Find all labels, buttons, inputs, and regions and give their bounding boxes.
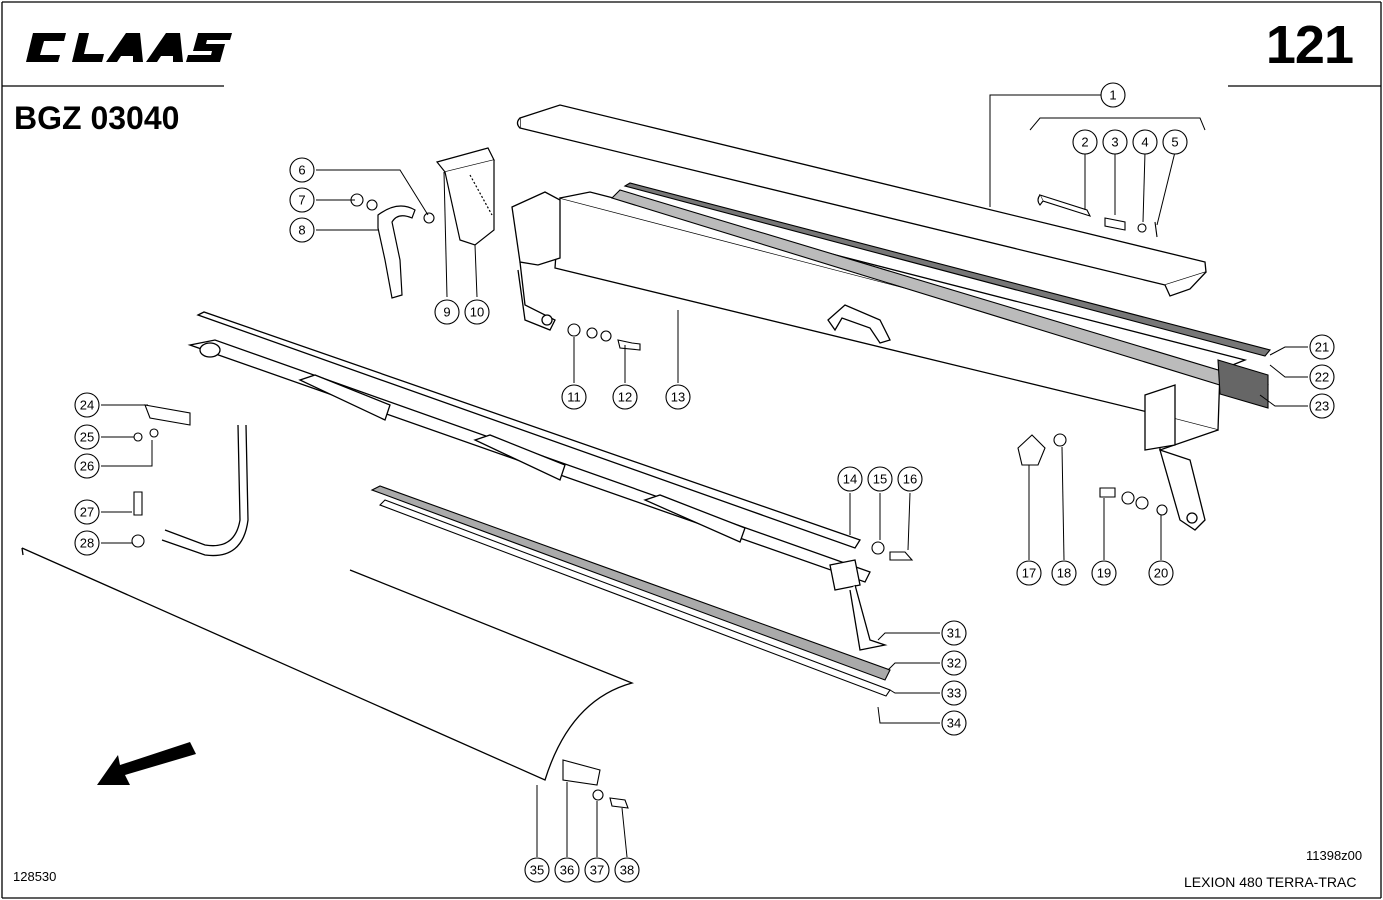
callout-circle xyxy=(897,466,923,492)
callout-circle xyxy=(1148,560,1174,586)
callout-label: 9 xyxy=(443,305,450,320)
callout-circle xyxy=(561,384,587,410)
callout-label: 35 xyxy=(530,863,544,878)
callout-label: 1 xyxy=(1109,88,1116,103)
callout-circle xyxy=(1309,393,1335,419)
image-id: 11398z00 xyxy=(1306,848,1363,863)
callout-circle xyxy=(289,217,315,243)
lower-shaft xyxy=(187,311,888,651)
callout-circle xyxy=(941,680,967,706)
left-code: 128530 xyxy=(13,869,57,884)
callout-label: 32 xyxy=(947,656,961,671)
callout-circle xyxy=(1072,129,1098,155)
callout-circle xyxy=(464,299,490,325)
callout-circle xyxy=(1100,82,1126,108)
callout-label: 6 xyxy=(298,163,305,178)
bent-rod xyxy=(161,424,249,557)
callout-circle xyxy=(1309,334,1335,360)
callout-label: 8 xyxy=(298,223,305,238)
callout-circle xyxy=(941,650,967,676)
callout-label: 31 xyxy=(947,626,961,641)
callout-label: 17 xyxy=(1022,566,1036,581)
page-number: 121 xyxy=(1265,15,1354,75)
callout-circle xyxy=(941,620,967,646)
spring-bracket xyxy=(435,147,495,246)
doc-code: BGZ 03040 xyxy=(14,100,180,136)
callout-circle xyxy=(74,453,100,479)
callout-label: 33 xyxy=(947,686,961,701)
callout-circle xyxy=(665,384,691,410)
callout-label: 34 xyxy=(947,716,961,731)
callout-label: 27 xyxy=(80,505,94,520)
leader-lines xyxy=(101,94,1308,858)
callout-label: 19 xyxy=(1097,566,1111,581)
callout-label: 24 xyxy=(80,398,94,413)
callout-circle xyxy=(1132,129,1158,155)
callout-circle xyxy=(614,857,640,883)
callout-circle xyxy=(74,530,100,556)
small-parts xyxy=(131,193,1168,809)
end-bracket-left xyxy=(511,191,561,331)
callout-circle xyxy=(289,187,315,213)
callout-circle xyxy=(867,466,893,492)
callout-label: 22 xyxy=(1315,370,1329,385)
hook-lever xyxy=(377,205,416,299)
callout-circle xyxy=(1162,129,1188,155)
callout-circle xyxy=(289,157,315,183)
direction-arrow-icon xyxy=(97,742,196,785)
callout-label: 18 xyxy=(1057,566,1071,581)
callout-circle xyxy=(584,857,610,883)
callout-label: 14 xyxy=(843,472,857,487)
callout-label: 10 xyxy=(470,305,484,320)
callout-label: 5 xyxy=(1171,135,1178,150)
callout-circle xyxy=(74,499,100,525)
callout-label: 20 xyxy=(1154,566,1168,581)
callout-label: 11 xyxy=(567,390,581,405)
callout-label: 23 xyxy=(1315,399,1329,414)
callout-label: 15 xyxy=(873,472,887,487)
callout-circle xyxy=(1091,560,1117,586)
lower-cover xyxy=(21,547,635,781)
claas-logo xyxy=(26,33,232,62)
callout-circle xyxy=(74,424,100,450)
callout-circle xyxy=(74,392,100,418)
callout-circle xyxy=(1051,560,1077,586)
callout-label: 2 xyxy=(1081,135,1088,150)
top-cover xyxy=(516,104,1207,297)
callout-circle xyxy=(1016,560,1042,586)
callout-circle xyxy=(524,857,550,883)
callout-circle xyxy=(1102,129,1128,155)
callout-label: 3 xyxy=(1111,135,1118,150)
callout-label: 28 xyxy=(80,536,94,551)
callout-circle xyxy=(612,384,638,410)
callout-label: 12 xyxy=(618,390,632,405)
callout-circle xyxy=(1309,364,1335,390)
callout-label: 4 xyxy=(1141,135,1148,150)
callout-label: 25 xyxy=(80,430,94,445)
callout-circle xyxy=(941,710,967,736)
callout-label: 26 xyxy=(80,459,94,474)
rubber-seal-upper xyxy=(610,182,1271,409)
model-name: LEXION 480 TERRA-TRAC xyxy=(1184,874,1357,890)
callout-circle xyxy=(837,466,863,492)
callout-label: 37 xyxy=(590,863,604,878)
callout-label: 36 xyxy=(560,863,574,878)
callout-label: 38 xyxy=(620,863,634,878)
callout-label: 16 xyxy=(903,472,917,487)
callout-label: 7 xyxy=(298,193,305,208)
callout-circle xyxy=(554,857,580,883)
callout-label: 13 xyxy=(671,390,685,405)
callout-circle xyxy=(434,299,460,325)
callout-label: 21 xyxy=(1315,340,1329,355)
